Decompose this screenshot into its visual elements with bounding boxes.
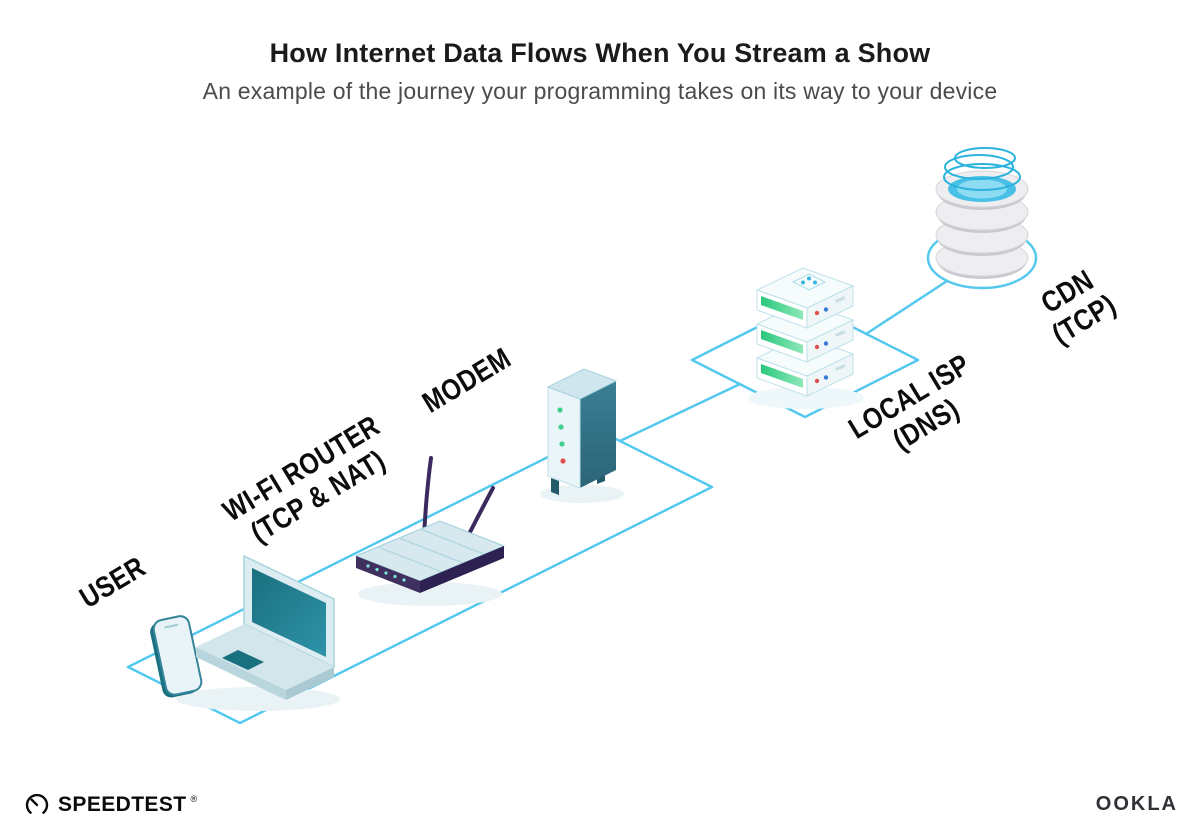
cdn-discs <box>935 170 1029 279</box>
speedtest-wordmark: SPEEDTEST <box>58 793 187 816</box>
header: How Internet Data Flows When You Stream … <box>0 38 1200 105</box>
speedtest-gauge-icon <box>25 793 49 814</box>
router-illustration <box>354 456 506 593</box>
speedtest-logo: SPEEDTEST ® <box>24 792 197 818</box>
laptop-illustration <box>196 554 335 700</box>
page-subtitle: An example of the journey your programmi… <box>202 78 998 104</box>
isp-cdn-link <box>864 279 949 336</box>
isp-server-stack <box>756 267 854 397</box>
phone-illustration <box>150 615 203 698</box>
ookla-wordmark: OOKLA <box>1095 793 1178 815</box>
ookla-logo: OOKLA <box>1096 793 1178 816</box>
server-top-panel <box>791 273 827 291</box>
cdn-rings <box>943 147 1021 191</box>
modem-illustration <box>546 368 618 495</box>
router-led-lights <box>366 564 406 582</box>
modem-isp-link <box>618 382 742 443</box>
cdn-database-illustration <box>935 147 1029 279</box>
modem-led-lights <box>557 407 566 464</box>
registered-trademark: ® <box>190 794 198 804</box>
page-title: How Internet Data Flows When You Stream … <box>269 38 931 68</box>
